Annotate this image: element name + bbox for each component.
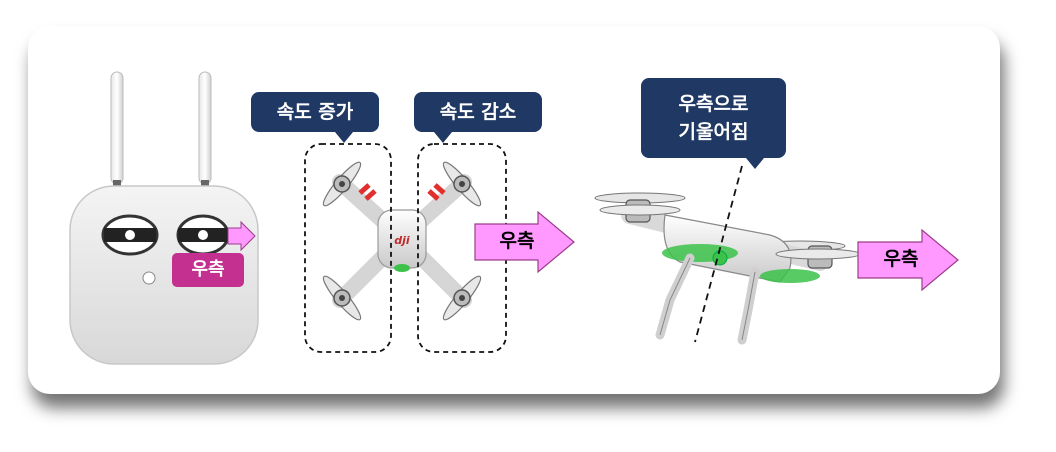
callout-speed-down: 속도 감소 xyxy=(414,92,542,143)
drone-side-view xyxy=(594,192,861,345)
callout-speed-up: 속도 증가 xyxy=(251,92,379,143)
callout-tail xyxy=(434,132,452,143)
stick-right-arrow-icon xyxy=(227,220,256,252)
svg-text:dji: dji xyxy=(394,234,410,247)
speed-down-group-box xyxy=(417,143,507,353)
callout-speed-up-text: 속도 증가 xyxy=(276,101,354,123)
arrow-label-side-view: 우측 xyxy=(883,248,919,270)
callout-speed-down-text: 속도 감소 xyxy=(439,101,517,123)
arrow-label-top-view: 우측 xyxy=(499,230,535,252)
remote-controller xyxy=(69,71,259,365)
right-arrow-top-view xyxy=(474,210,575,274)
right-stick xyxy=(176,214,230,256)
antenna-right xyxy=(198,71,212,185)
stick-direction-badge: 우측 xyxy=(172,253,244,287)
antenna-left xyxy=(110,71,124,185)
callout-tail xyxy=(335,132,353,143)
callout-tail xyxy=(746,158,764,169)
callout-tilt-right: 우측으로 기울어짐 xyxy=(641,78,786,169)
drone-top-view: dji xyxy=(318,158,486,324)
left-stick xyxy=(101,214,159,256)
tilt-axis-line xyxy=(694,165,743,343)
callout-tilt-line-1: 우측으로 xyxy=(678,93,749,115)
callout-tilt-line-2: 기울어짐 xyxy=(678,121,749,143)
right-arrow-side-view xyxy=(857,228,959,292)
speed-up-group-box xyxy=(304,143,392,353)
power-button xyxy=(142,271,156,285)
